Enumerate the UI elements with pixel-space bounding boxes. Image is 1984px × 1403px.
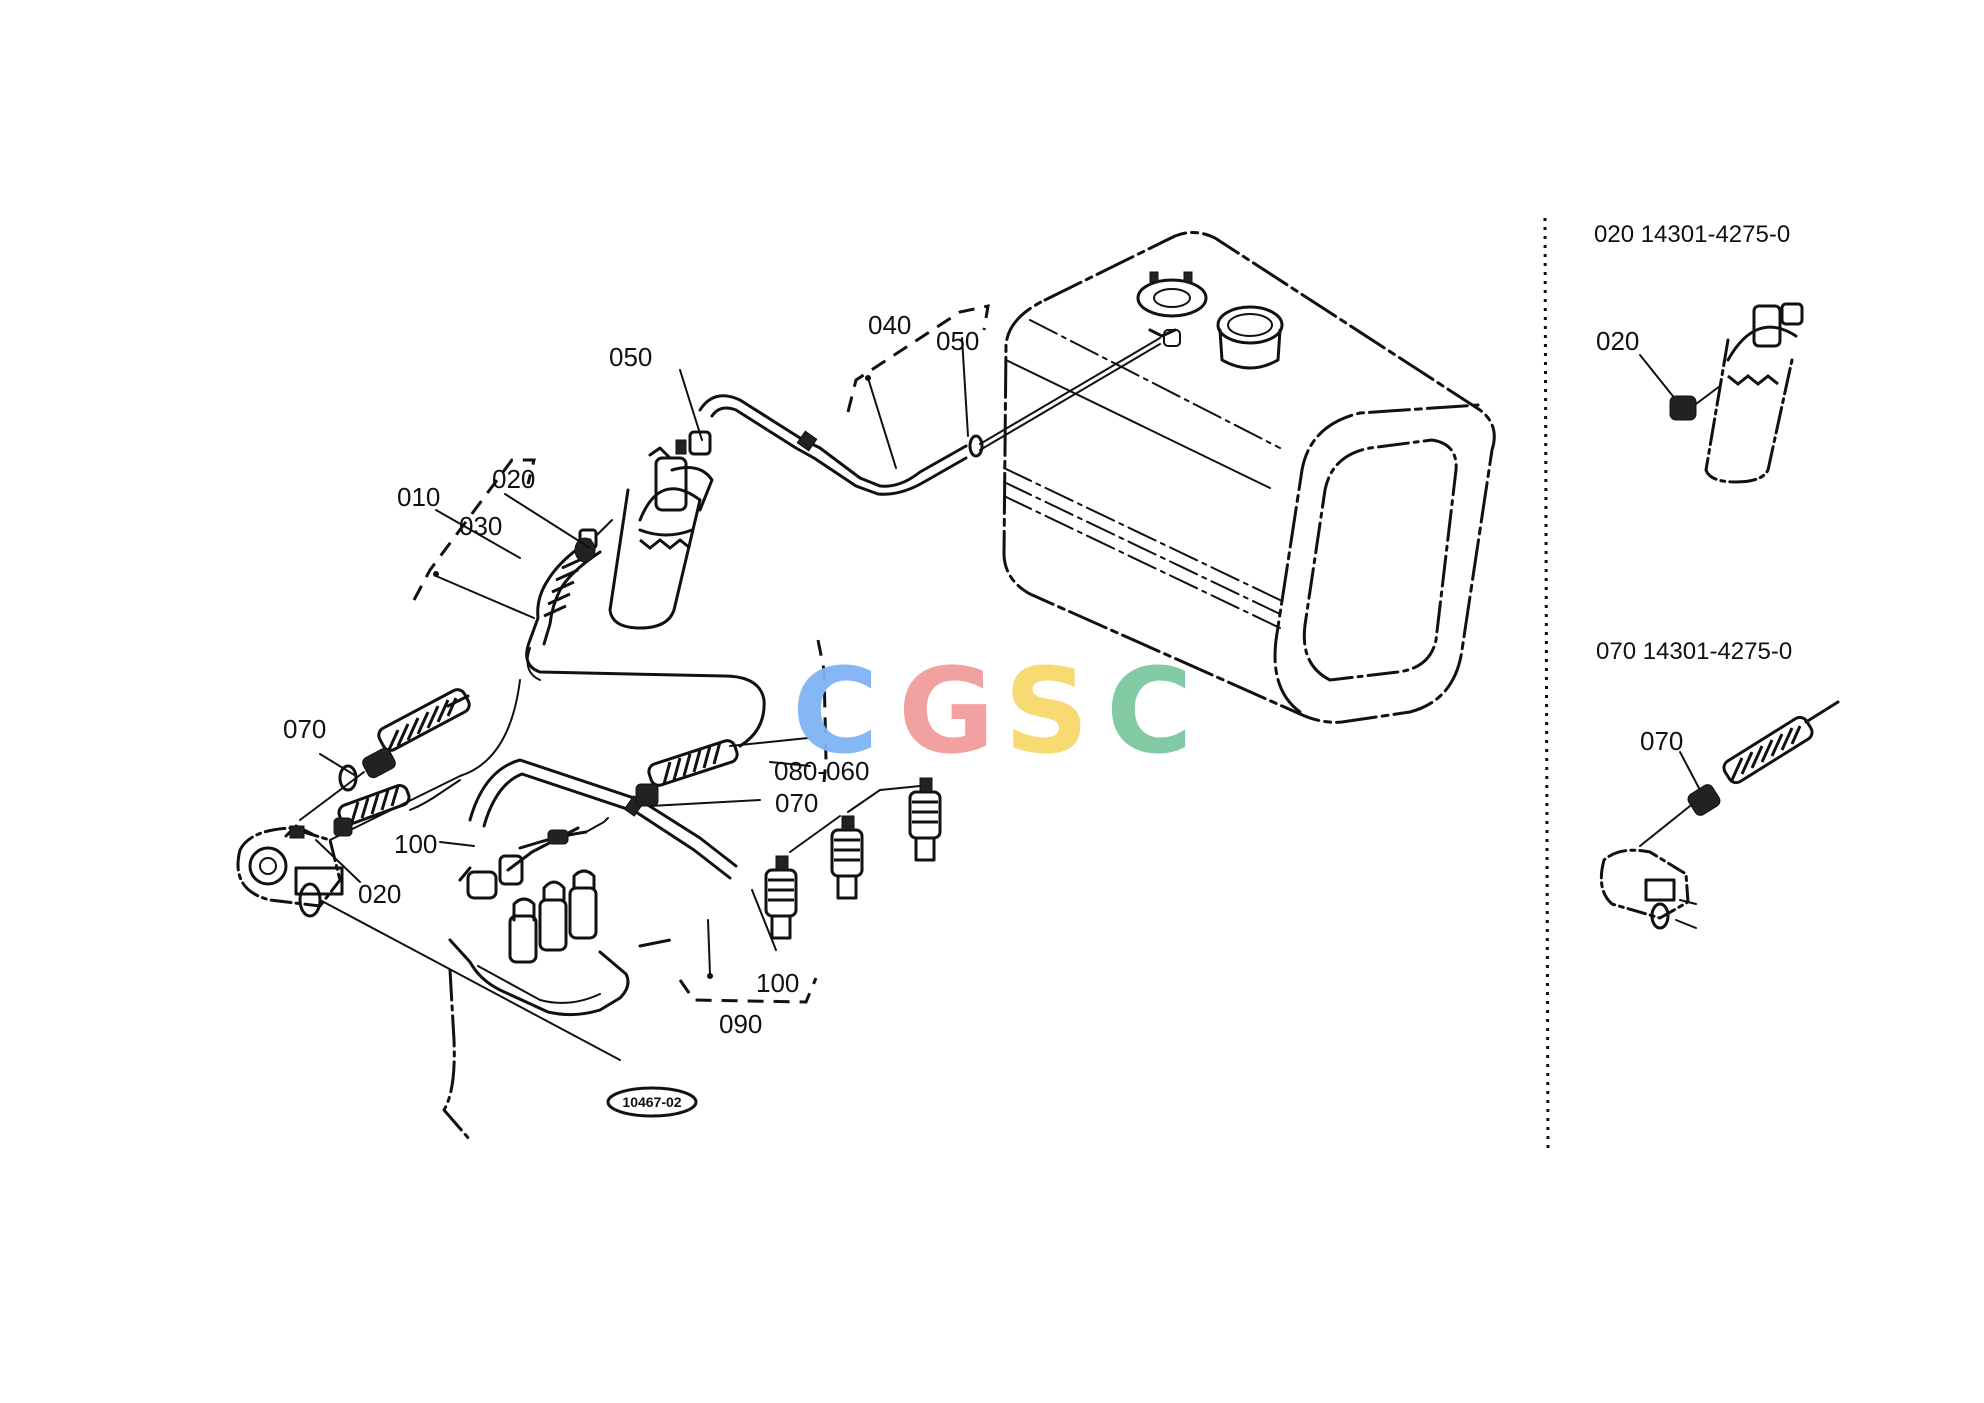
callout-labels: 010 020 030 050 040 050 070 080-060 070 …	[283, 310, 979, 1039]
injector-1	[764, 855, 798, 940]
label-040: 040	[868, 310, 911, 340]
side-panel-part-070: 070 14301-4275-0 070	[1596, 638, 1840, 930]
label-100-left: 100	[394, 829, 437, 859]
hose-080-mid	[635, 737, 809, 807]
watermark-letter-2: G	[898, 642, 995, 780]
hose-080-lower	[333, 784, 411, 837]
injection-pump	[236, 824, 621, 1061]
label-090: 090	[719, 1009, 762, 1039]
figure-reference: 10467-02	[606, 1086, 698, 1118]
label-020-pump: 020	[358, 879, 401, 909]
figure-ref-text: 10467-02	[622, 1094, 681, 1110]
injector-nozzles	[764, 777, 942, 940]
label-080-060: 080-060	[774, 756, 869, 786]
label-070-left: 070	[283, 714, 326, 744]
leader-lines	[315, 337, 969, 975]
fuel-filter	[578, 430, 714, 630]
side-panel-part-020: 020 14301-4275-0 020	[1594, 221, 1804, 484]
hose-080-left	[299, 688, 471, 821]
side-label-020: 020 14301-4275-0	[1594, 221, 1790, 248]
side-callout-070: 070	[1640, 726, 1683, 756]
label-100-bottom: 100	[756, 968, 799, 998]
side-callout-020: 020	[1596, 326, 1639, 356]
tank-fuel-line	[698, 337, 1161, 496]
side-panel-divider	[1543, 217, 1550, 1151]
hose-030	[528, 537, 602, 646]
watermark-letter-3: S	[1004, 642, 1089, 780]
fuel-tank	[1002, 231, 1496, 724]
label-010: 010	[397, 482, 440, 512]
label-020-filter: 020	[492, 464, 535, 494]
label-070-mid: 070	[775, 788, 818, 818]
watermark-letter-1: C	[792, 642, 879, 780]
cgsc-watermark: C G S C	[792, 642, 1193, 780]
watermark-letter-4: C	[1106, 642, 1193, 780]
injector-3	[908, 777, 942, 862]
bracket-groups	[412, 304, 990, 1004]
side-label-070: 070 14301-4275-0	[1596, 638, 1792, 665]
return-lines	[329, 638, 766, 880]
injector-2	[830, 815, 864, 900]
label-050-top: 050	[609, 342, 652, 372]
label-030: 030	[459, 511, 502, 541]
engine-head	[442, 817, 672, 1142]
label-050-right: 050	[936, 326, 979, 356]
